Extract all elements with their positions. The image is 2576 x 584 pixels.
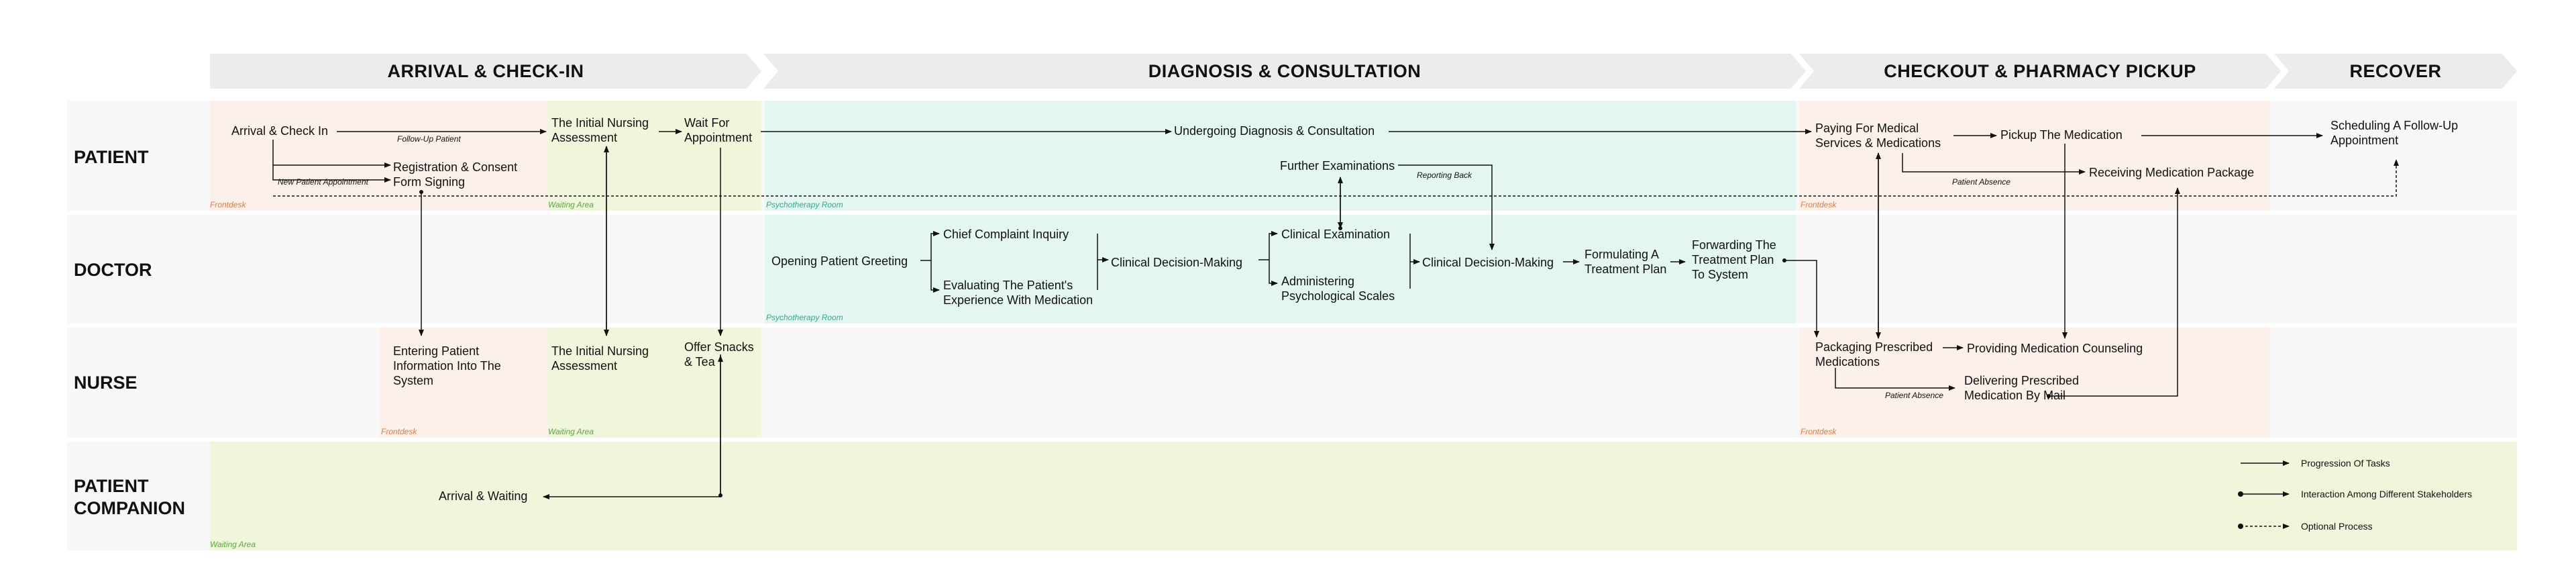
zone-patient-frontdesk: [210, 101, 548, 211]
lane-label-patient: PATIENT: [74, 147, 149, 167]
node-nurse-snacks: Offer Snacks & Tea: [684, 340, 754, 369]
node-nurse-entering: Entering Patient Information Into The Sy…: [393, 344, 501, 387]
node-doctor-chief-complaint: Chief Complaint Inquiry: [943, 228, 1069, 241]
lane-label-doctor: DOCTOR: [74, 260, 152, 280]
zone-label-frontdesk: Frontdesk: [381, 427, 417, 436]
legend-optional: Optional Process: [2301, 521, 2373, 532]
node-doctor-decision-2: Clinical Decision-Making: [1422, 256, 1554, 269]
phase-arrival: ARRIVAL & CHECK-IN: [210, 54, 761, 89]
zone-label-psychotherapy: Psychotherapy Room: [766, 313, 843, 322]
edge-label-new-patient: New Patient Appointment: [278, 177, 368, 187]
edge-label-reporting-back: Reporting Back: [1417, 171, 1472, 180]
node-patient-pickup: Pickup The Medication: [2000, 128, 2123, 142]
node-patient-initial-nursing: The Initial Nursing Assessment: [551, 116, 649, 144]
zone-companion-waiting: [210, 442, 2517, 550]
node-patient-further-exams: Further Examinations: [1280, 159, 1395, 173]
zone-nurse-waiting: [548, 328, 761, 438]
node-doctor-psych-scales: Administering Psychological Scales: [1281, 275, 1395, 303]
node-doctor-forwarding: Forwarding The Treatment Plan To System: [1692, 238, 1776, 281]
phase-checkout-label: CHECKOUT & PHARMACY PICKUP: [1884, 60, 2196, 81]
zone-label-waiting: Waiting Area: [548, 200, 594, 209]
edge-label-patient-absence: Patient Absence: [1952, 177, 2010, 187]
lane-label-companion: PATIENT COMPANION: [74, 475, 185, 520]
node-patient-paying: Paying For Medical Services & Medication…: [1815, 121, 1941, 150]
node-patient-undergoing: Undergoing Diagnosis & Consultation: [1174, 124, 1375, 138]
node-doctor-clinical-exam: Clinical Examination: [1281, 228, 1391, 241]
phase-recover-label: RECOVER: [2349, 60, 2442, 81]
lane-label-companion-line1: PATIENT: [74, 476, 149, 496]
node-patient-registration: Registration & Consent Form Signing: [393, 160, 518, 189]
zone-label-psychotherapy: Psychotherapy Room: [766, 200, 843, 209]
node-companion-arrival-waiting: Arrival & Waiting: [439, 489, 528, 503]
zone-nurse-checkout-frontdesk: [1799, 328, 2270, 438]
node-patient-receiving: Receiving Medication Package: [2089, 166, 2255, 179]
phase-diagnosis: DIAGNOSIS & CONSULTATION: [763, 54, 1806, 89]
node-doctor-decision-1: Clinical Decision-Making: [1111, 256, 1243, 269]
node-doctor-formulating: Formulating A Treatment Plan: [1585, 248, 1667, 276]
node-doctor-opening: Opening Patient Greeting: [771, 254, 908, 268]
node-patient-arrival-checkin: Arrival & Check In: [231, 124, 329, 138]
zone-label-frontdesk: Frontdesk: [1801, 200, 1837, 209]
legend-interaction: Interaction Among Different Stakeholders: [2301, 489, 2473, 499]
edge-label-follow-up: Follow-Up Patient: [397, 134, 461, 144]
zone-label-frontdesk: Frontdesk: [1801, 427, 1837, 436]
legend-progression: Progression Of Tasks: [2301, 458, 2390, 469]
node-nurse-counseling: Providing Medication Counseling: [1967, 342, 2143, 355]
zone-label-waiting: Waiting Area: [548, 427, 594, 436]
node-patient-scheduling: Scheduling A Follow-Up Appointment: [2330, 119, 2459, 147]
lane-label-nurse: NURSE: [74, 373, 138, 393]
zone-patient-waiting: [548, 101, 761, 211]
edge-label-patient-absence-nurse: Patient Absence: [1885, 391, 1943, 400]
node-doctor-evaluating: Evaluating The Patient's Experience With…: [943, 279, 1093, 307]
node-nurse-packaging: Packaging Prescribed Medications: [1815, 340, 1933, 369]
zone-patient-psychotherapy: [765, 101, 1796, 211]
zone-label-waiting: Waiting Area: [210, 540, 256, 549]
phase-checkout: CHECKOUT & PHARMACY PICKUP: [1799, 54, 2281, 89]
lane-label-companion-line2: COMPANION: [74, 498, 185, 518]
zone-nurse-frontdesk: [380, 328, 548, 438]
node-patient-wait-appointment: Wait For Appointment: [684, 116, 753, 144]
zone-label-frontdesk: Frontdesk: [210, 200, 246, 209]
node-nurse-initial-nursing: The Initial Nursing Assessment: [551, 344, 649, 373]
phase-diagnosis-label: DIAGNOSIS & CONSULTATION: [1148, 60, 1421, 81]
phase-arrival-label: ARRIVAL & CHECK-IN: [387, 60, 584, 81]
phase-recover: RECOVER: [2274, 54, 2517, 89]
node-nurse-delivering: Delivering Prescribed Medication By Mail: [1964, 374, 2080, 402]
